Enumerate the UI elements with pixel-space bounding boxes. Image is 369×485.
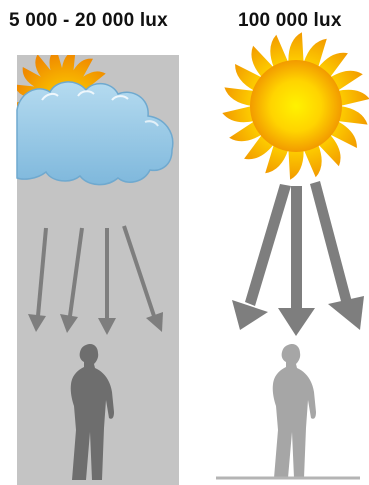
person-icon-light (273, 344, 316, 478)
arrow-icon (310, 181, 364, 330)
sun-icon (222, 32, 369, 180)
sunny-light-arrows (232, 181, 364, 336)
